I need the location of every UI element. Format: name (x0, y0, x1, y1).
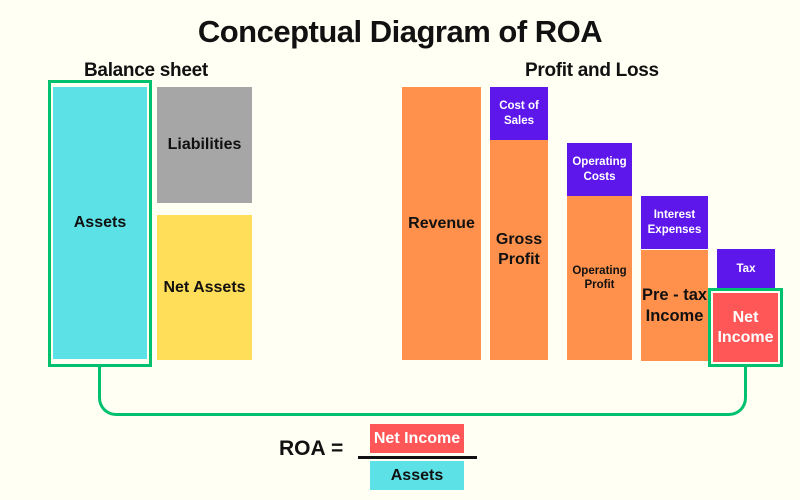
assets-net-income-connector (98, 366, 747, 416)
net-income-block: Net Income (713, 293, 778, 362)
net-income-highlight-frame (708, 288, 783, 367)
fraction-bar (358, 456, 477, 459)
gross-profit-block: Gross Profit (490, 140, 548, 360)
interest-expenses-block: Interest Expenses (641, 196, 708, 249)
operating-profit-label-line1: Operating (572, 264, 627, 277)
liabilities-block: Liabilities (157, 87, 252, 203)
cost-of-sales-block: Cost of Sales (490, 87, 548, 140)
net-income-label-line1: Net (732, 308, 759, 326)
operating-profit-block: Operating Profit (567, 196, 632, 360)
gross-profit-label-line2: Profit (498, 251, 540, 268)
operating-costs-label-line1: Operating (572, 156, 627, 169)
denominator-assets: Assets (370, 461, 464, 490)
gross-profit-label-line1: Gross (495, 231, 543, 248)
revenue-label: Revenue (408, 215, 475, 232)
profit-loss-heading: Profit and Loss (525, 60, 659, 81)
pretax-income-label-line2: Income (645, 306, 704, 325)
pretax-income-label-line1: Pre - tax (641, 285, 708, 304)
tax-block: Tax (717, 249, 775, 289)
interest-expenses-label-line1: Interest (653, 209, 696, 222)
balance-sheet-heading: Balance sheet (84, 60, 208, 81)
equals-sign: = (331, 437, 344, 460)
net-income-label-line2: Income (717, 328, 774, 346)
operating-profit-label-line2: Profit (584, 279, 615, 291)
revenue-block: Revenue (402, 87, 481, 360)
interest-expenses-label-line2: Expenses (647, 223, 702, 236)
diagram-title: Conceptual Diagram of ROA (197, 14, 603, 49)
pretax-income-block: Pre - tax Income (641, 250, 708, 361)
roa-label: ROA (279, 437, 326, 460)
cost-of-sales-label-line2: Sales (503, 114, 535, 127)
numerator-net-income: Net Income (370, 424, 464, 453)
assets-highlight-frame (48, 80, 152, 367)
operating-costs-block: Operating Costs (567, 143, 632, 196)
operating-costs-label-line2: Costs (583, 170, 616, 183)
assets-block: Assets (53, 87, 147, 359)
net-assets-block: Net Assets (157, 215, 252, 360)
cost-of-sales-label-line1: Cost of (499, 100, 539, 113)
